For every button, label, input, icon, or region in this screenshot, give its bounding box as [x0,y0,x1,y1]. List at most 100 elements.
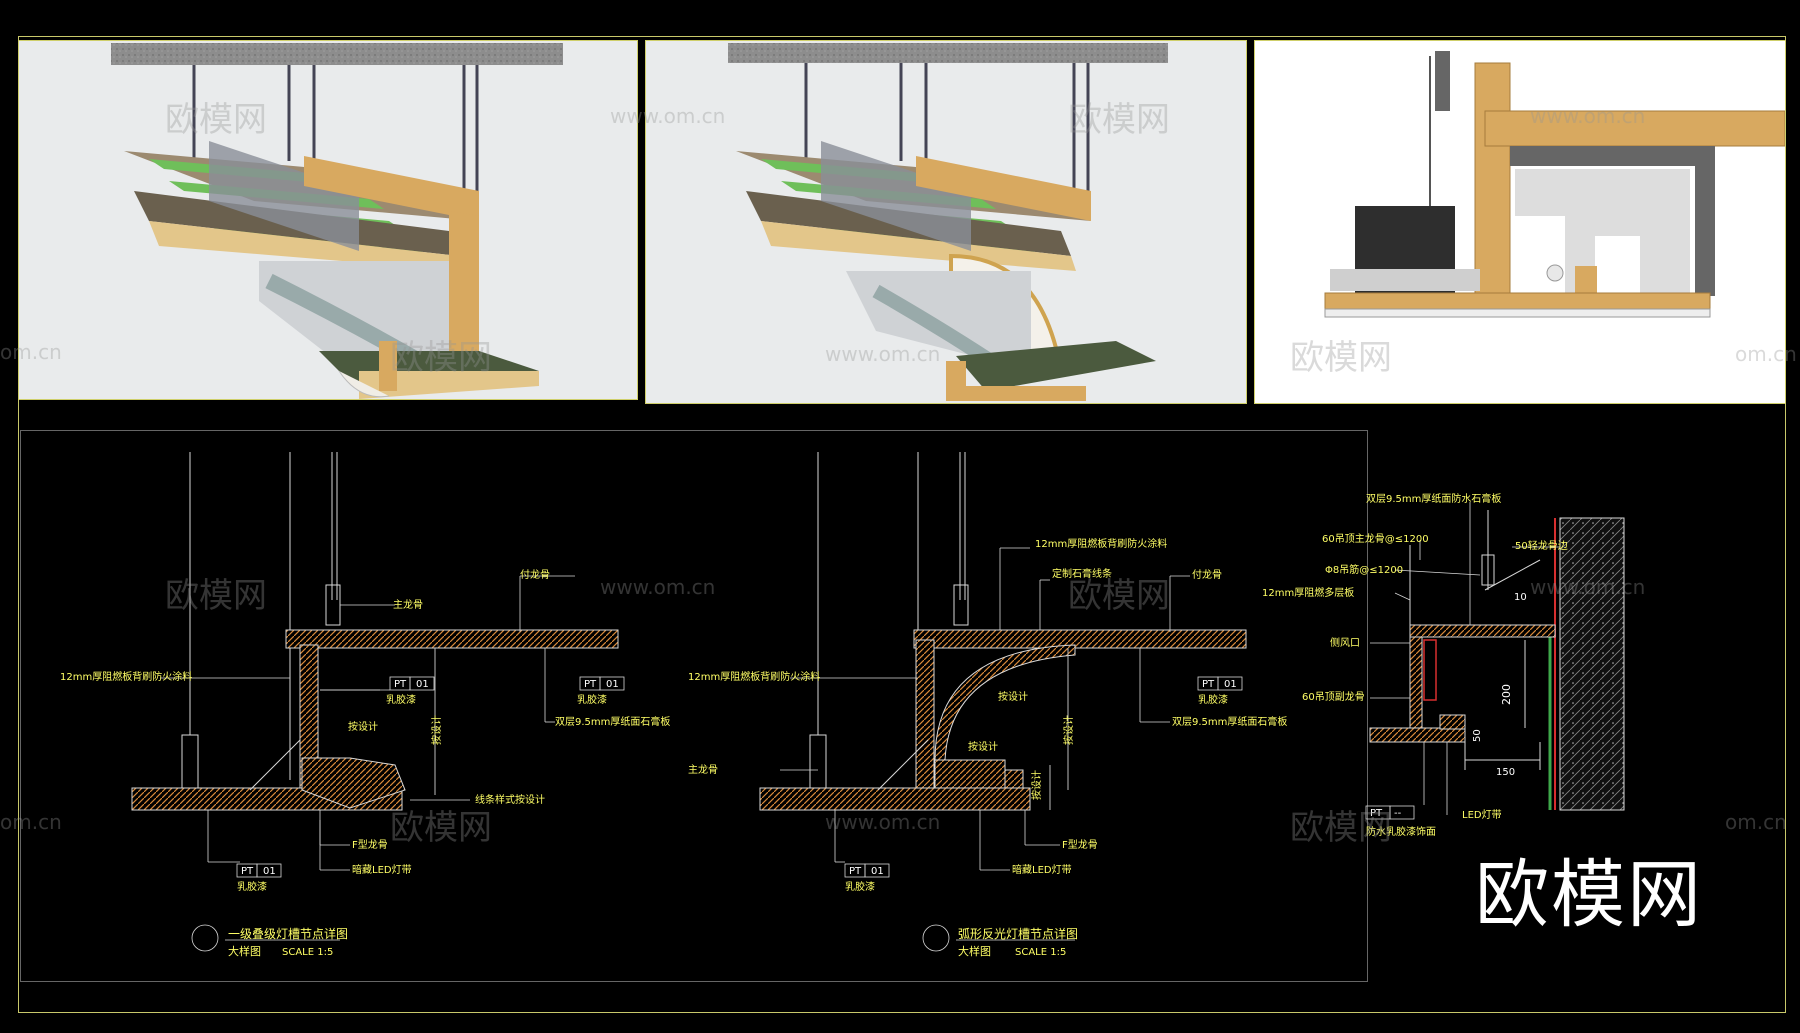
metal-keel [209,141,359,251]
svg-text:侧风口: 侧风口 [1330,636,1360,649]
watermark-url: www.om.cn [1530,104,1646,128]
svg-text:PT: PT [241,866,254,877]
svg-text:线条样式按设计: 线条样式按设计 [475,793,545,806]
svg-text:01: 01 [263,866,276,877]
svg-text:SCALE 1:5: SCALE 1:5 [1015,947,1066,958]
svg-text:12mm厚阻燃多层板: 12mm厚阻燃多层板 [1262,586,1354,599]
svg-text:弧形反光灯槽节点详图: 弧形反光灯槽节点详图 [958,926,1078,941]
svg-text:PT: PT [1370,808,1383,819]
detail2-arc [934,644,1076,761]
watermark-url: om.cn [1725,810,1787,834]
svg-text:F型龙骨: F型龙骨 [352,838,388,851]
svg-text:定制石膏线条: 定制石膏线条 [1052,567,1112,580]
svg-text:PT: PT [1202,679,1215,690]
watermark-url: om.cn [1735,342,1797,366]
svg-text:按设计: 按设计 [430,715,443,745]
svg-text:主龙骨: 主龙骨 [393,598,423,611]
watermark-url: om.cn [0,340,62,364]
watermark-url: www.om.cn [600,575,716,599]
detail1-drawing [131,452,619,811]
svg-text:50轻龙骨边: 50轻龙骨边 [1515,539,1568,552]
svg-text:乳胶漆: 乳胶漆 [386,693,416,706]
detail3-wall [1559,517,1625,811]
detail3-annotations [1365,502,1560,820]
watermark-url: www.om.cn [1530,575,1646,599]
cad-drawing-area [20,430,1368,982]
svg-text:01: 01 [871,866,884,877]
brand-logo: 欧模网 [1475,852,1703,938]
svg-text:按设计: 按设计 [968,740,998,753]
hanger-rods [192,65,479,191]
svg-text:SCALE 1:5: SCALE 1:5 [282,947,333,958]
svg-text:双层9.5mm厚纸面石膏板: 双层9.5mm厚纸面石膏板 [555,715,670,728]
render-section-illustration [1324,51,1785,318]
drawing-frame [18,36,1786,1013]
detail2-annotations [780,547,1243,952]
detail1-text: 主龙骨 付龙骨 12mm厚阻燃板背刷防火涂料 双层9.5mm厚纸面石膏板 按设计… [60,568,670,958]
svg-text:PT: PT [584,679,597,690]
watermark: 欧模网 [1068,100,1170,140]
svg-text:乳胶漆: 乳胶漆 [237,880,267,893]
svg-text:双层9.5mm厚纸面防水石膏板: 双层9.5mm厚纸面防水石膏板 [1366,492,1501,505]
svg-text:按设计: 按设计 [1062,715,1075,745]
svg-text:60吊顶副龙骨: 60吊顶副龙骨 [1302,690,1365,703]
svg-text:防水乳胶漆饰面: 防水乳胶漆饰面 [1366,825,1436,838]
detail1-annotations [160,575,625,952]
svg-text:双层9.5mm厚纸面石膏板: 双层9.5mm厚纸面石膏板 [1172,715,1287,728]
svg-text:10: 10 [1514,592,1527,603]
render-stepped-illustration [111,43,563,399]
detail2-drawing [759,452,1247,811]
svg-text:50: 50 [1472,729,1483,742]
svg-text:大样图: 大样图 [958,944,991,958]
svg-text:一级叠级灯槽节点详图: 一级叠级灯槽节点详图 [228,926,348,941]
watermark: 欧模网 [1290,808,1392,848]
detail1-top-board [285,629,619,649]
watermark: 欧模网 [390,338,492,378]
svg-text:PT: PT [394,679,407,690]
detail-vertical-labels: 按设计 按设计 按设计 [430,715,1075,800]
watermark-url: www.om.cn [825,810,941,834]
svg-text:PT: PT [849,866,862,877]
detail2-text: 12mm厚阻燃板背刷防火涂料 定制石膏线条 付龙骨 12mm厚阻燃板背刷防火涂料… [688,537,1287,958]
wood-panel [304,156,479,221]
render-panel-section [1254,40,1786,404]
wall-profile [1510,146,1715,296]
svg-text:按设计: 按设计 [348,720,378,733]
render-arc-illustration [728,43,1168,401]
watermark: 欧模网 [1068,576,1170,616]
svg-text:200: 200 [1500,684,1513,705]
svg-text:乳胶漆: 乳胶漆 [845,880,875,893]
svg-text:01: 01 [606,679,619,690]
svg-text:F型龙骨: F型龙骨 [1062,838,1098,851]
watermark-url: om.cn [0,810,62,834]
svg-text:01: 01 [416,679,429,690]
svg-text:--: -- [1394,808,1402,819]
watermark: 欧模网 [1290,338,1392,378]
svg-text:暗藏LED灯带: 暗藏LED灯带 [352,863,412,876]
svg-text:150: 150 [1496,767,1515,778]
watermark-url: www.om.cn [610,104,726,128]
svg-text:12mm厚阻燃板背刷防火涂料: 12mm厚阻燃板背刷防火涂料 [60,670,192,683]
svg-text:付龙骨: 付龙骨 [520,568,550,581]
render-panel-arc [645,40,1247,404]
svg-text:按设计: 按设计 [998,690,1028,703]
svg-text:按设计: 按设计 [1030,770,1043,800]
svg-text:Φ8吊筋@≤1200: Φ8吊筋@≤1200 [1325,563,1403,576]
led-strip-icon [1546,264,1564,282]
watermark-url: www.om.cn [825,342,941,366]
svg-text:LED灯带: LED灯带 [1462,809,1502,821]
detail3-drawing [1369,510,1625,811]
svg-text:12mm厚阻燃板背刷防火涂料: 12mm厚阻燃板背刷防火涂料 [1035,537,1167,550]
svg-text:12mm厚阻燃板背刷防火涂料: 12mm厚阻燃板背刷防火涂料 [688,670,820,683]
watermark: 欧模网 [165,576,267,616]
svg-text:主龙骨: 主龙骨 [688,763,718,776]
svg-text:付龙骨: 付龙骨 [1192,568,1222,581]
svg-text:乳胶漆: 乳胶漆 [577,693,607,706]
detail3-text: 双层9.5mm厚纸面防水石膏板 60吊顶主龙骨@≤1200 Φ8吊筋@≤1200… [1262,492,1568,838]
svg-text:01: 01 [1224,679,1237,690]
render-panel-stepped [18,40,638,400]
svg-text:乳胶漆: 乳胶漆 [1198,693,1228,706]
watermark: 欧模网 [390,808,492,848]
svg-text:大样图: 大样图 [228,944,261,958]
